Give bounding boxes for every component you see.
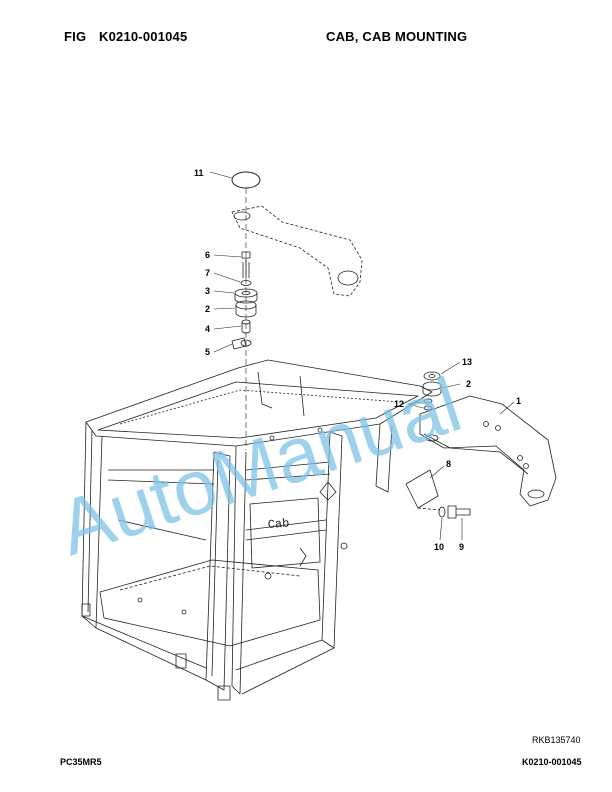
callout-12: 12 [394, 399, 404, 409]
callout-10: 10 [434, 542, 444, 552]
cushion-upper-part [234, 288, 258, 304]
cab-bracket-part [419, 395, 557, 507]
nut-parts [423, 398, 433, 411]
callout-8: 8 [446, 459, 451, 469]
callout-3: 3 [205, 286, 210, 296]
model-name: PC35MR5 [60, 757, 102, 767]
cab-frame [81, 359, 433, 701]
figure-title: CAB, CAB MOUNTING [326, 29, 468, 44]
cushion-right-upper-part [423, 371, 441, 381]
cap-part [231, 171, 261, 189]
callout-13: 13 [462, 357, 472, 367]
drawing-reference-code: RKB135740 [532, 735, 581, 745]
collar-part [241, 319, 251, 334]
cushion-right-lower-part [422, 381, 442, 397]
callout-7: 7 [205, 268, 210, 278]
upper-bracket-plate [231, 205, 363, 297]
callout-2: 2 [205, 304, 210, 314]
bolt-part [241, 251, 251, 278]
fig-label: FIG [64, 29, 87, 44]
callout-5: 5 [205, 347, 210, 357]
callout-4: 4 [205, 324, 210, 334]
callout-6: 6 [205, 250, 210, 260]
fig-number: K0210-001045 [99, 29, 188, 44]
footer-fig-number: K0210-001045 [522, 757, 582, 767]
callout-9: 9 [459, 542, 464, 552]
callout-2-right: 2 [466, 379, 471, 389]
clip-part [231, 337, 252, 350]
cushion-lower-part [235, 300, 257, 318]
cab-label: Cab [267, 517, 290, 532]
washer-part [240, 280, 252, 286]
callout-1: 1 [516, 396, 521, 406]
plate-part [405, 469, 439, 509]
callout-11: 11 [194, 168, 204, 178]
washer-side-part [438, 506, 446, 518]
bolt-side-part [447, 505, 471, 519]
